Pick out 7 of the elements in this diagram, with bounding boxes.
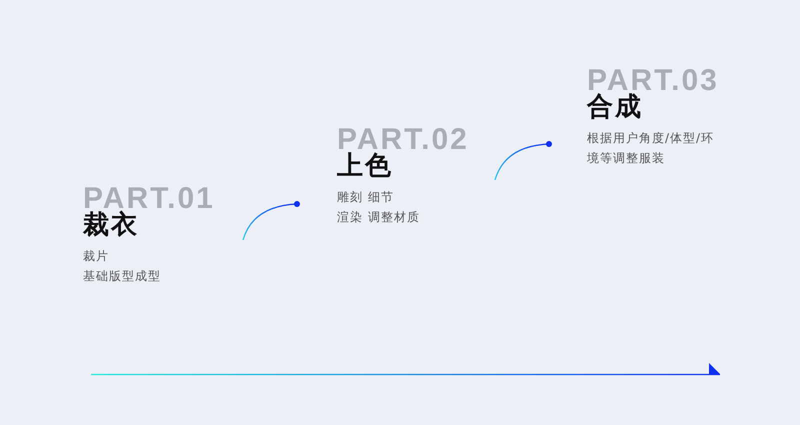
stage-description: 渲染 调整材质: [337, 209, 420, 226]
stage-description: 基础版型成型: [83, 268, 161, 285]
stage-description: 雕刻 细节: [337, 189, 394, 206]
stage-description: 根据用户角度/体型/环境等调整服装: [587, 130, 716, 167]
stage-description: 裁片: [83, 248, 109, 265]
stage-title: 上色: [337, 151, 393, 181]
stage-title: 合成: [587, 92, 643, 122]
